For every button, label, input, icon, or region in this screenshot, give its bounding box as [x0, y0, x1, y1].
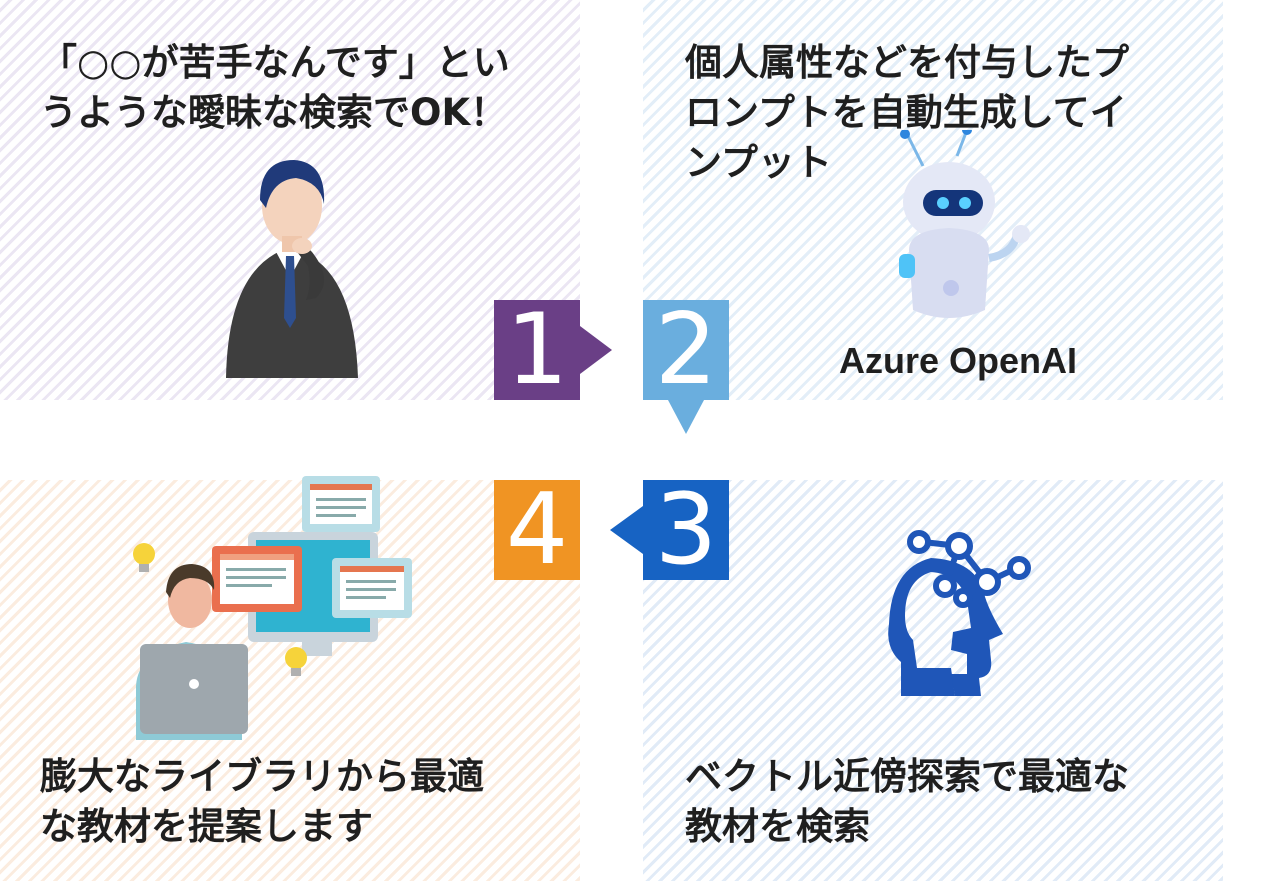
ai-brain-head-icon: [888, 530, 1031, 696]
step-3-panel: ベクトル近傍探索で最適な教材を検索: [643, 480, 1223, 881]
step-4-panel: 膨大なライブラリから最適な教材を提案します: [0, 476, 580, 881]
person-with-laptop-icon: [133, 476, 412, 740]
step-3-text: ベクトル近傍探索で最適な教材を検索: [685, 755, 1129, 848]
step-1-text: 「○○が苦手なんです」というような曖昧な検索でOK！: [40, 41, 510, 134]
step-4-number: 4: [494, 480, 580, 580]
lightbulb-icon: [133, 543, 307, 676]
azure-openai-label: Azure OpenAI: [839, 340, 1078, 381]
step-3-number: 3: [643, 480, 729, 580]
arrow-left-icon: [610, 506, 643, 554]
step-4-text: 膨大なライブラリから最適な教材を提案します: [40, 755, 484, 848]
step-1-panel: 「○○が苦手なんです」というような曖昧な検索でOK！: [0, 0, 580, 400]
thinking-businessman-icon: [226, 160, 358, 378]
step-1-number: 1: [494, 300, 580, 400]
step-2-text: 個人属性などを付与したプロンプトを自動生成してインプット: [685, 41, 1129, 184]
step-2-number: 2: [643, 300, 729, 400]
robot-icon: [899, 130, 1030, 318]
step-2-panel: 個人属性などを付与したプロンプトを自動生成してインプット Azure OpenA…: [643, 0, 1223, 400]
arrow-right-icon: [580, 326, 612, 374]
arrow-down-icon: [668, 400, 704, 434]
